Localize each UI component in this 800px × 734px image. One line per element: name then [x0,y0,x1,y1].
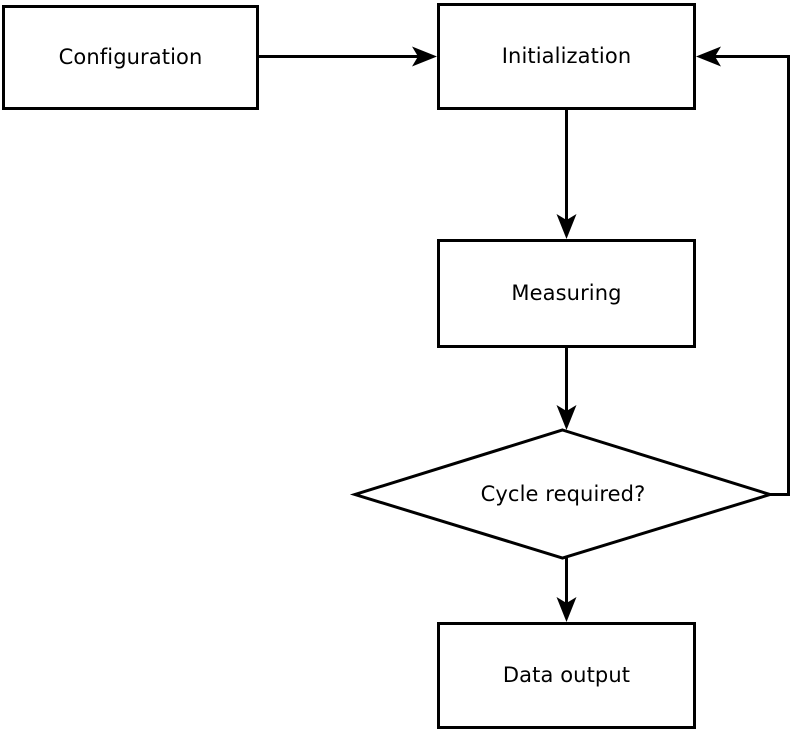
arrow-head-into-initialization-right [696,46,721,67]
node-initialization[interactable] [437,3,696,110]
edge-configuration-to-initialization [259,46,437,67]
edge-initialization-to-measuring [556,110,577,239]
node-measuring[interactable] [437,239,696,348]
edge-decision-to-data-output [556,558,577,622]
edge-line-decision-to-initialization-feedback [715,55,790,496]
node-decision-cycle-required[interactable] [349,428,776,560]
arrow-head-into-measuring-top [556,214,577,239]
edge-decision-to-initialization-feedback [696,46,790,496]
arrow-head-into-data-output-top [556,597,577,622]
arrow-head-into-initialization-left [412,46,437,67]
edge-measuring-to-decision [556,348,577,430]
arrow-head-into-decision-top [556,405,577,430]
node-configuration[interactable] [2,5,259,110]
node-data-output[interactable] [437,622,696,729]
